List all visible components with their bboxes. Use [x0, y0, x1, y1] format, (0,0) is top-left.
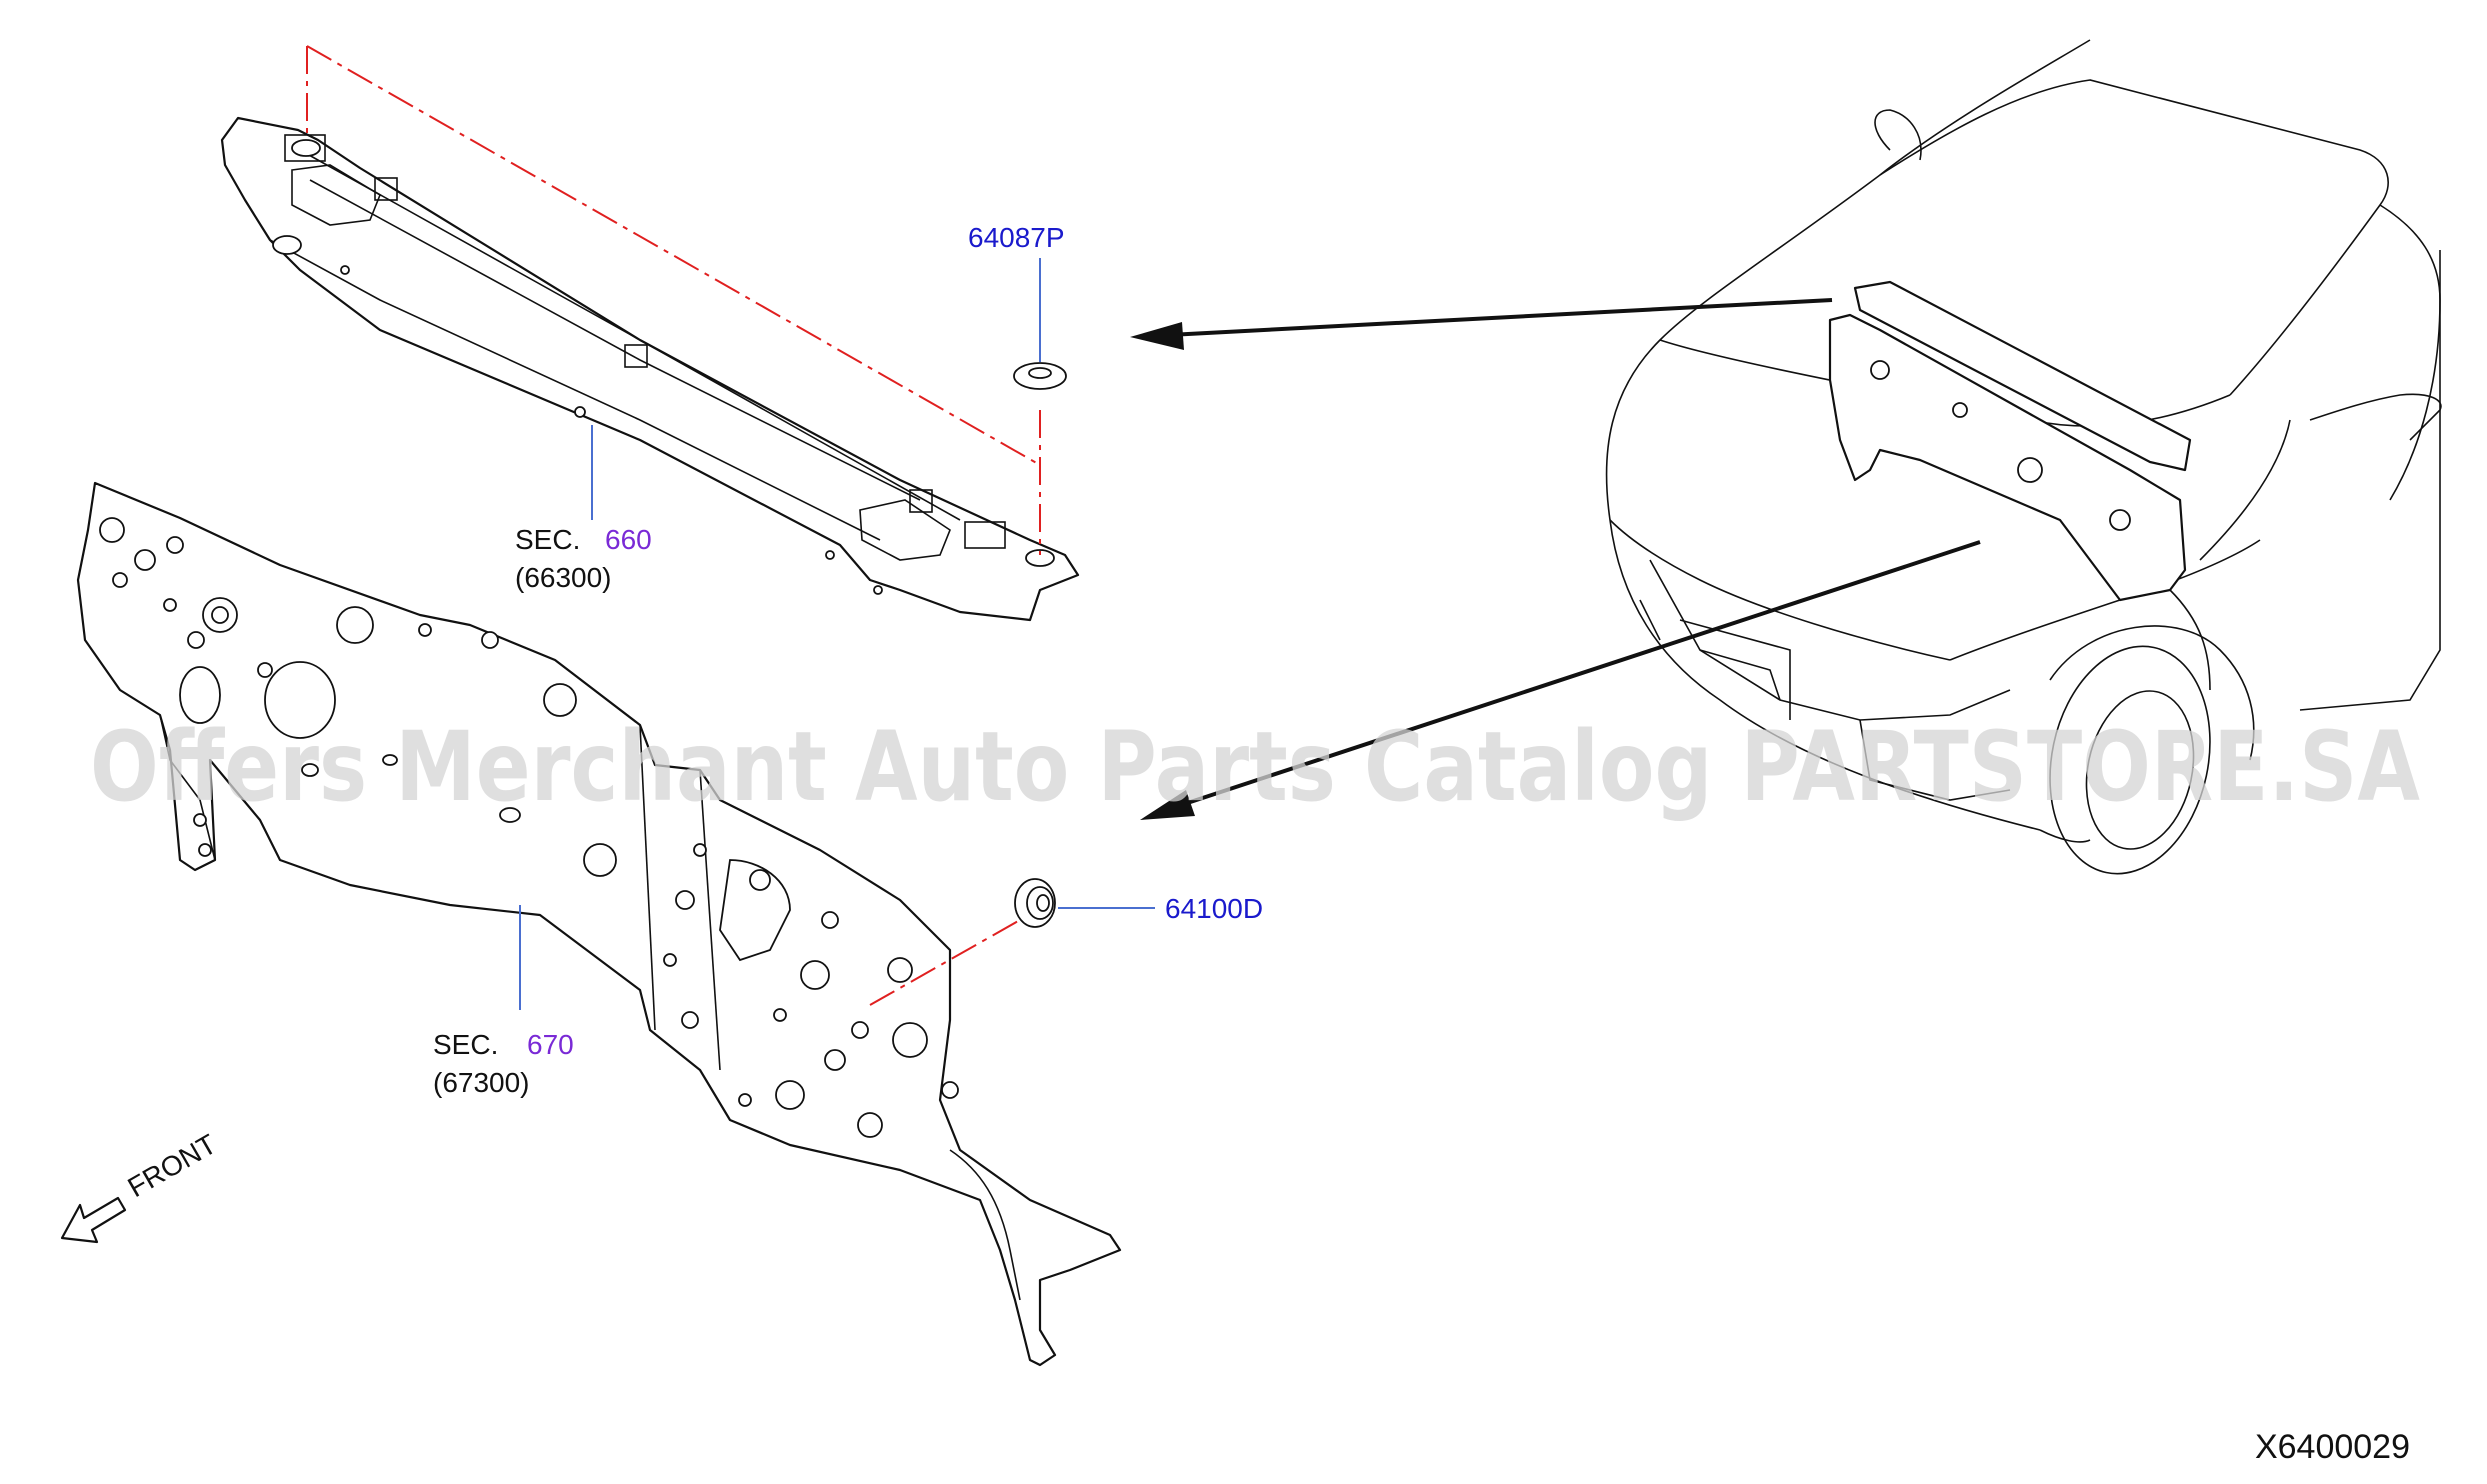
sec-660-number[interactable]: 660 — [605, 524, 652, 555]
callout-64100d[interactable]: 64100D — [1165, 893, 1263, 924]
figure-id: X6400029 — [2255, 1428, 2410, 1466]
dash-panel — [76, 481, 1122, 1367]
section-ref-670[interactable]: SEC. 670 (67300) — [433, 1029, 574, 1098]
front-direction-arrow: FRONT — [60, 1128, 222, 1244]
centerline-lower — [869, 919, 1021, 1006]
sec-660-group-code: (66300) — [515, 562, 612, 593]
front-label: FRONT — [123, 1128, 222, 1203]
arrow-head-upper — [1130, 322, 1184, 350]
section-ref-660[interactable]: SEC. 660 (66300) — [515, 524, 652, 593]
grommet-64100d — [1014, 878, 1155, 928]
grommet-64087p — [1013, 258, 1067, 390]
arrow-head-lower — [1140, 790, 1195, 820]
callout-64087p[interactable]: 64087P — [968, 222, 1065, 253]
sec-670-label: SEC. — [433, 1029, 498, 1060]
watermark-text: Offers Merchant Auto Parts Catalog PARTS… — [90, 711, 2420, 823]
centerline-upper — [306, 45, 1041, 555]
sec-660-label: SEC. — [515, 524, 580, 555]
cowl-top-panel — [220, 116, 1080, 622]
sec-670-group-code: (67300) — [433, 1067, 530, 1098]
sec-670-number[interactable]: 670 — [527, 1029, 574, 1060]
reference-arrows — [1130, 298, 1981, 820]
